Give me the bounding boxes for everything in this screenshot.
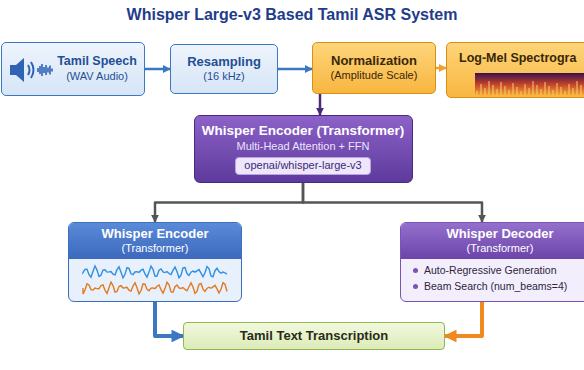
node-heading: Resampling [187,54,261,70]
header-band: Whisper Encoder(Transformer) [69,223,241,259]
node-text: (Amplitude Scale) [331,69,418,83]
connector-arrow [278,68,312,71]
node-heading: Tamil Speech [57,54,137,70]
node-heading: Whisper Decoder [447,226,554,242]
model-pill: openai/whisper-large-v3 [235,157,370,175]
process-box: Whisper Encoder (Transformer)Multi-Head … [194,115,413,183]
node-text: (Transformer) [122,242,189,256]
diagram-title: Whisper Large-v3 Based Tamil ASR System [0,6,584,24]
bullet-row: Auto-Regressive Generation [413,264,584,277]
node-text: (16 kHz) [203,70,245,84]
node-text: Auto-Regressive Generation [424,264,557,277]
connector-arrow [145,68,170,71]
process-box: Whisper Encoder(Transformer) [68,222,242,302]
node-heading: openai/whisper-large-v3 [244,159,361,173]
process-box: Resampling(16 kHz) [170,44,278,94]
node-text: Beam Search (num_beams=4) [424,280,567,293]
bullet-row: Beam Search (num_beams=4) [413,280,584,293]
process-box: Tamil Text Transcription [183,322,445,350]
node-heading: Whisper Encoder [102,226,209,242]
node-text: (Transformer) [467,242,534,256]
node-heading: Tamil Text Transcription [240,328,388,344]
connector-arrow [436,67,446,70]
connector-arrow [319,94,322,115]
bullet-list: Auto-Regressive GenerationBeam Search (n… [401,259,584,296]
process-box: Tamil Speech(WAV Audio) [1,42,145,96]
connector-arrow [445,302,482,336]
waveform-image [81,263,231,297]
bullet-dot [413,268,418,273]
connector-arrow [155,183,303,222]
speaker-icon [8,55,54,85]
node-heading: Normalization [331,53,417,69]
node-heading: Log-Mel Spectrogra [459,51,576,67]
node-text: (WAV Audio) [66,70,128,84]
header-band: Whisper Decoder(Transformer) [401,223,584,259]
process-box: Normalization(Amplitude Scale) [312,42,436,94]
node-text: Multi-Head Attention + FFN [237,140,370,154]
connector-arrow [155,302,183,336]
process-box: Whisper Decoder(Transformer)Auto-Regress… [400,222,584,302]
spectrogram-image [475,73,584,95]
node-heading: Whisper Encoder (Transformer) [202,123,405,140]
connector-arrow [303,183,482,222]
bullet-dot [413,284,418,289]
process-box: Log-Mel Spectrogra [446,42,584,98]
